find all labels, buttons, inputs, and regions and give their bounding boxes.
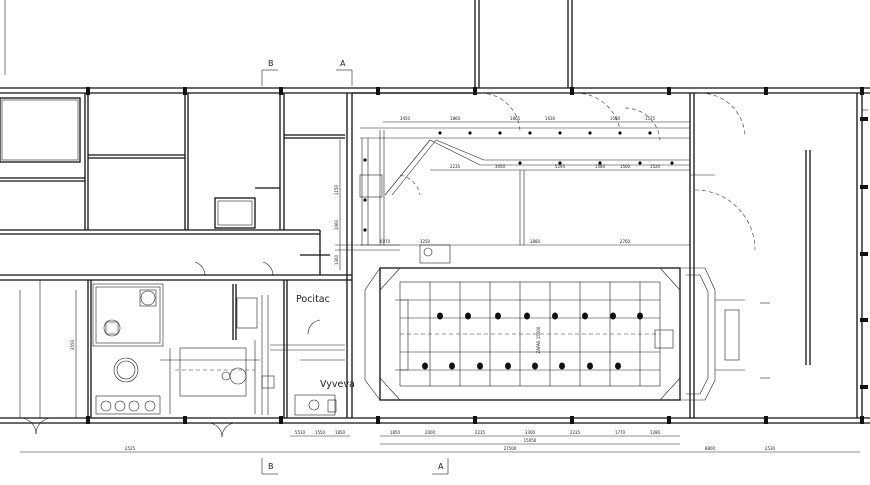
dimension-text: 1500 — [610, 116, 621, 121]
conveyor-posts — [429, 282, 641, 386]
room-label-vyveva: Vyveva — [320, 379, 355, 390]
dimension-text: 1500 — [620, 164, 631, 169]
section-b-top-label: B — [268, 59, 274, 68]
dimension-text: 5295 — [555, 164, 566, 169]
dimension-text: 8800 — [705, 446, 716, 451]
dimension-text: 3550 — [70, 339, 75, 350]
section-marker-b-top: B — [261, 59, 278, 86]
section-b-bottom-label: B — [268, 462, 274, 471]
dimension-text: 2000 — [425, 430, 436, 435]
dimension-text: 2235 — [475, 430, 486, 435]
column-marks — [86, 87, 868, 424]
dimension-text: 15050 — [524, 438, 537, 443]
dimension-text: 1865 — [510, 116, 521, 121]
dimension-text: 1150 — [334, 184, 339, 195]
dimension-text: 1850 — [390, 430, 401, 435]
dimension-text: 1360 — [334, 254, 339, 265]
dimension-text: 1880 — [530, 239, 541, 244]
conveyor-carriers-top — [437, 312, 643, 320]
building-walls — [0, 0, 870, 424]
dimension-text: 3450 — [400, 116, 411, 121]
dimension-text: 1860 — [450, 116, 461, 121]
dimension-text: 1575 — [645, 116, 656, 121]
dimension-text: 2530 — [765, 446, 776, 451]
room-label-pocitac: Pocitac — [296, 294, 330, 305]
dimension-text: 1280 — [650, 430, 661, 435]
section-marker-b-bottom: B — [261, 458, 278, 475]
section-marker-a-bottom: A — [432, 458, 449, 475]
dimension-texts: 3450 1860 1865 1630 1500 1575 2235 3050 5295 1580… — [70, 116, 776, 451]
dimension-text: 27500 — [504, 446, 517, 451]
section-a-top-label: A — [340, 59, 346, 68]
section-a-bottom-label: A — [438, 462, 444, 471]
dimension-text: 1770 — [615, 430, 626, 435]
left-rooms — [0, 93, 345, 275]
dimension-text: 1580 — [595, 164, 606, 169]
conveyor-carriers-bottom — [422, 362, 621, 370]
machine-room — [19, 261, 321, 438]
dimension-text: 2235 — [570, 430, 581, 435]
main-conveyor — [364, 267, 716, 401]
dimension-text: 3050 — [495, 164, 506, 169]
dimension-text: 6970 — [380, 239, 391, 244]
dimension-text: 1520 — [650, 164, 661, 169]
dimension-text: 2525 — [125, 446, 136, 451]
dimension-text: 5510 — [295, 430, 306, 435]
right-hall — [715, 109, 868, 379]
dimension-lines — [20, 121, 860, 453]
upper-process-line — [335, 92, 756, 264]
dimension-text: 3250 — [420, 239, 431, 244]
section-marker-a-top: A — [336, 59, 353, 86]
dimension-text: 1850 — [335, 430, 346, 435]
control-room — [270, 280, 345, 418]
dimension-text: ZAPAS 15000 — [536, 326, 541, 353]
dimension-text: 1550 — [315, 430, 326, 435]
dimension-text: 2760 — [620, 239, 631, 244]
dimension-text: 1060 — [334, 219, 339, 230]
dimension-text: 2235 — [450, 164, 461, 169]
dimension-text: 1630 — [545, 116, 556, 121]
dimension-text: 3300 — [525, 430, 536, 435]
upper-line-nodes — [363, 131, 674, 232]
